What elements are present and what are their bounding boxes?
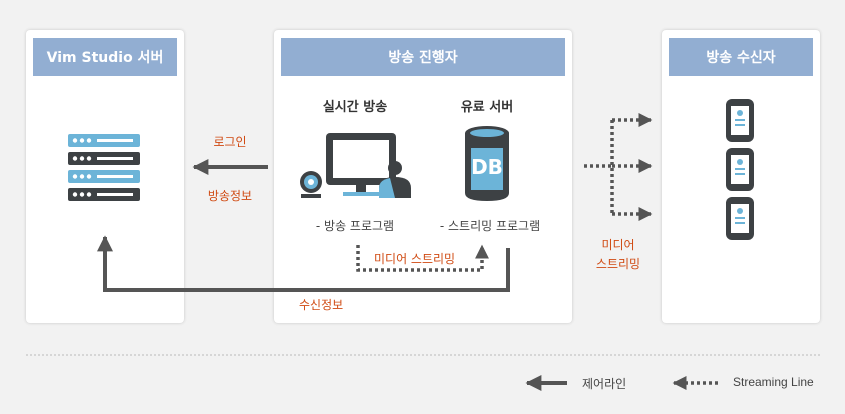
smartphone-icon <box>726 197 754 240</box>
smartphone-icon <box>726 148 754 191</box>
live-broadcast-icon <box>300 133 411 198</box>
inner-media-streaming-label: 미디어 스트리밍 <box>374 252 456 266</box>
legend-control-line-label: 제어라인 <box>582 377 627 391</box>
streaming-program-label: - 스트리밍 프로그램 <box>439 219 541 233</box>
streaming-arrows-out <box>584 113 653 221</box>
streaming-arrow-inner <box>356 244 489 272</box>
db-icon-text: DB <box>471 155 503 179</box>
presenter-panel-title: 방송 진행자 <box>281 38 565 76</box>
database-icon <box>465 126 509 201</box>
broadcast-info-label: 방송정보 <box>207 189 253 203</box>
live-broadcast-label: 실시간 방송 <box>322 100 388 115</box>
server-rack-icon <box>68 134 140 201</box>
smartphone-icon <box>726 99 754 142</box>
media-streaming-label-line2: 스트리밍 <box>595 257 641 271</box>
legend-streaming-line-label: Streaming Line <box>733 375 814 389</box>
presenter-panel: 방송 진행자 <box>274 30 572 323</box>
receive-info-label: 수신정보 <box>299 298 344 312</box>
broadcast-program-label: - 방송 프로그램 <box>315 219 395 233</box>
receiver-panel-title: 방송 수신자 <box>669 38 813 76</box>
media-streaming-label-line1: 미디어 <box>601 238 635 252</box>
paid-server-label: 유료 서버 <box>460 100 514 115</box>
server-panel-title: Vim Studio 서버 <box>33 38 177 76</box>
control-arrow-receive-info <box>97 235 510 292</box>
login-label: 로그인 <box>213 135 247 149</box>
